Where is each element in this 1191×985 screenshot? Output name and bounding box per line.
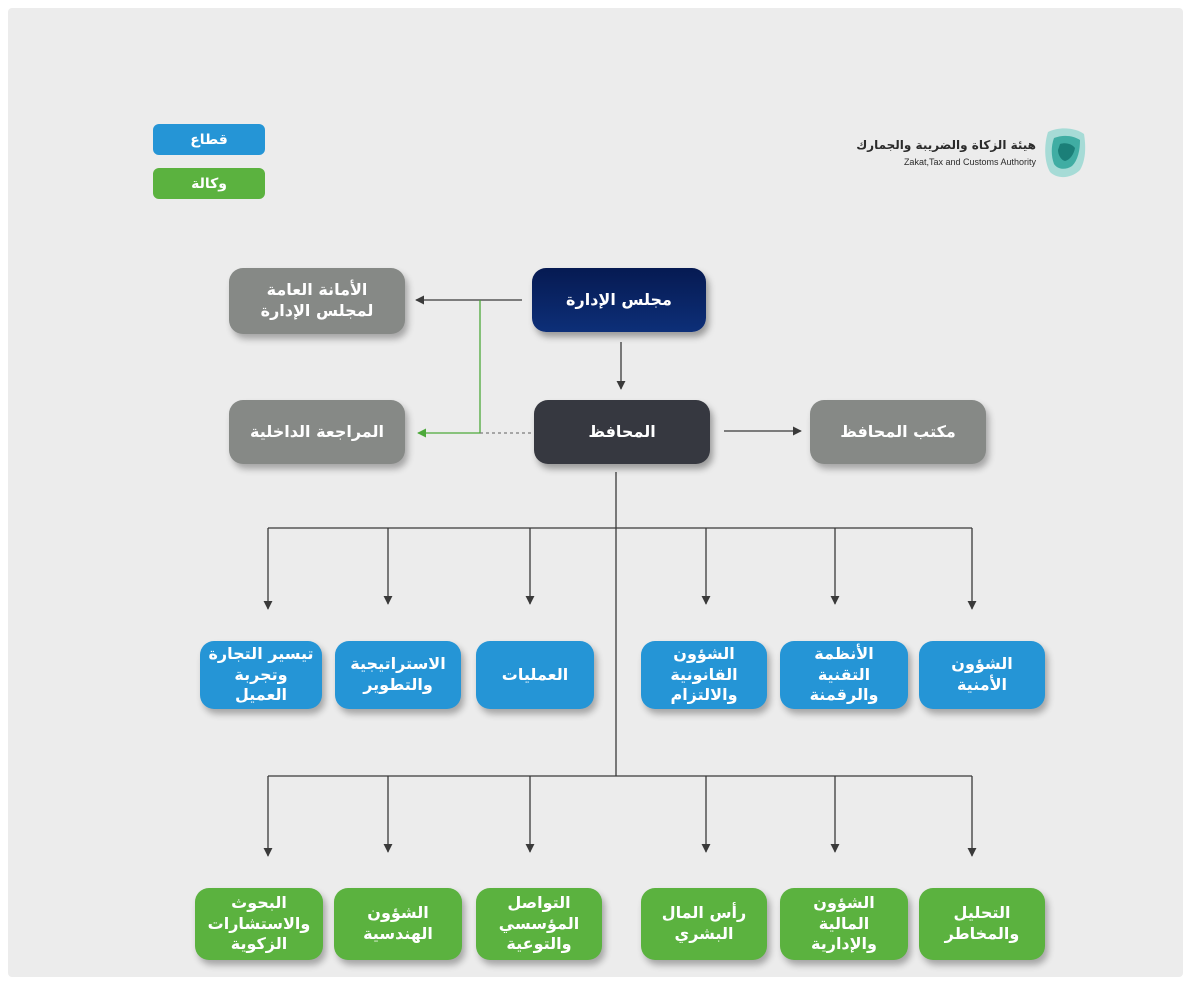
agency-node: رأس المال البشري [641, 888, 767, 960]
governor-node: المحافظ [534, 400, 710, 464]
agency-node: التحليل والمخاطر [919, 888, 1045, 960]
agency-node: الشؤون الهندسية [334, 888, 462, 960]
org-chart-canvas: هيئة الزكاة والضريبة والجمارك Zakat,Tax … [8, 8, 1183, 977]
authority-logo: هيئة الزكاة والضريبة والجمارك Zakat,Tax … [856, 124, 1090, 182]
legend-agency-chip: وكالة [153, 168, 265, 199]
sector-node: الاستراتيجية والتطوير [335, 641, 461, 709]
sector-node: الأنظمة التقنية والرقمنة [780, 641, 908, 709]
board-node: مجلس الإدارة [532, 268, 706, 332]
legend-sector-chip: قطاع [153, 124, 265, 155]
logo-name-english: Zakat,Tax and Customs Authority [903, 157, 1036, 167]
internal-audit-node: المراجعة الداخلية [229, 400, 405, 464]
sector-node: الشؤون القانونية والالتزام [641, 641, 767, 709]
sector-node: تيسير التجارة وتجربة العميل [200, 641, 322, 709]
zatca-emblem-icon [1045, 128, 1086, 178]
logo-name-arabic: هيئة الزكاة والضريبة والجمارك [856, 138, 1036, 152]
board-to-audit-line [417, 300, 481, 438]
agency-node: الشؤون المالية والإدارية [780, 888, 908, 960]
governor-office-node: مكتب المحافظ [810, 400, 986, 464]
connector-lines [263, 295, 977, 857]
sector-node: العمليات [476, 641, 594, 709]
sector-node: الشؤون الأمنية [919, 641, 1045, 709]
agency-node: البحوث والاستشارات الزكوية [195, 888, 323, 960]
agency-node: التواصل المؤسسي والتوعية [476, 888, 602, 960]
general-secretariat-node: الأمانة العامة لمجلس الإدارة [229, 268, 405, 334]
